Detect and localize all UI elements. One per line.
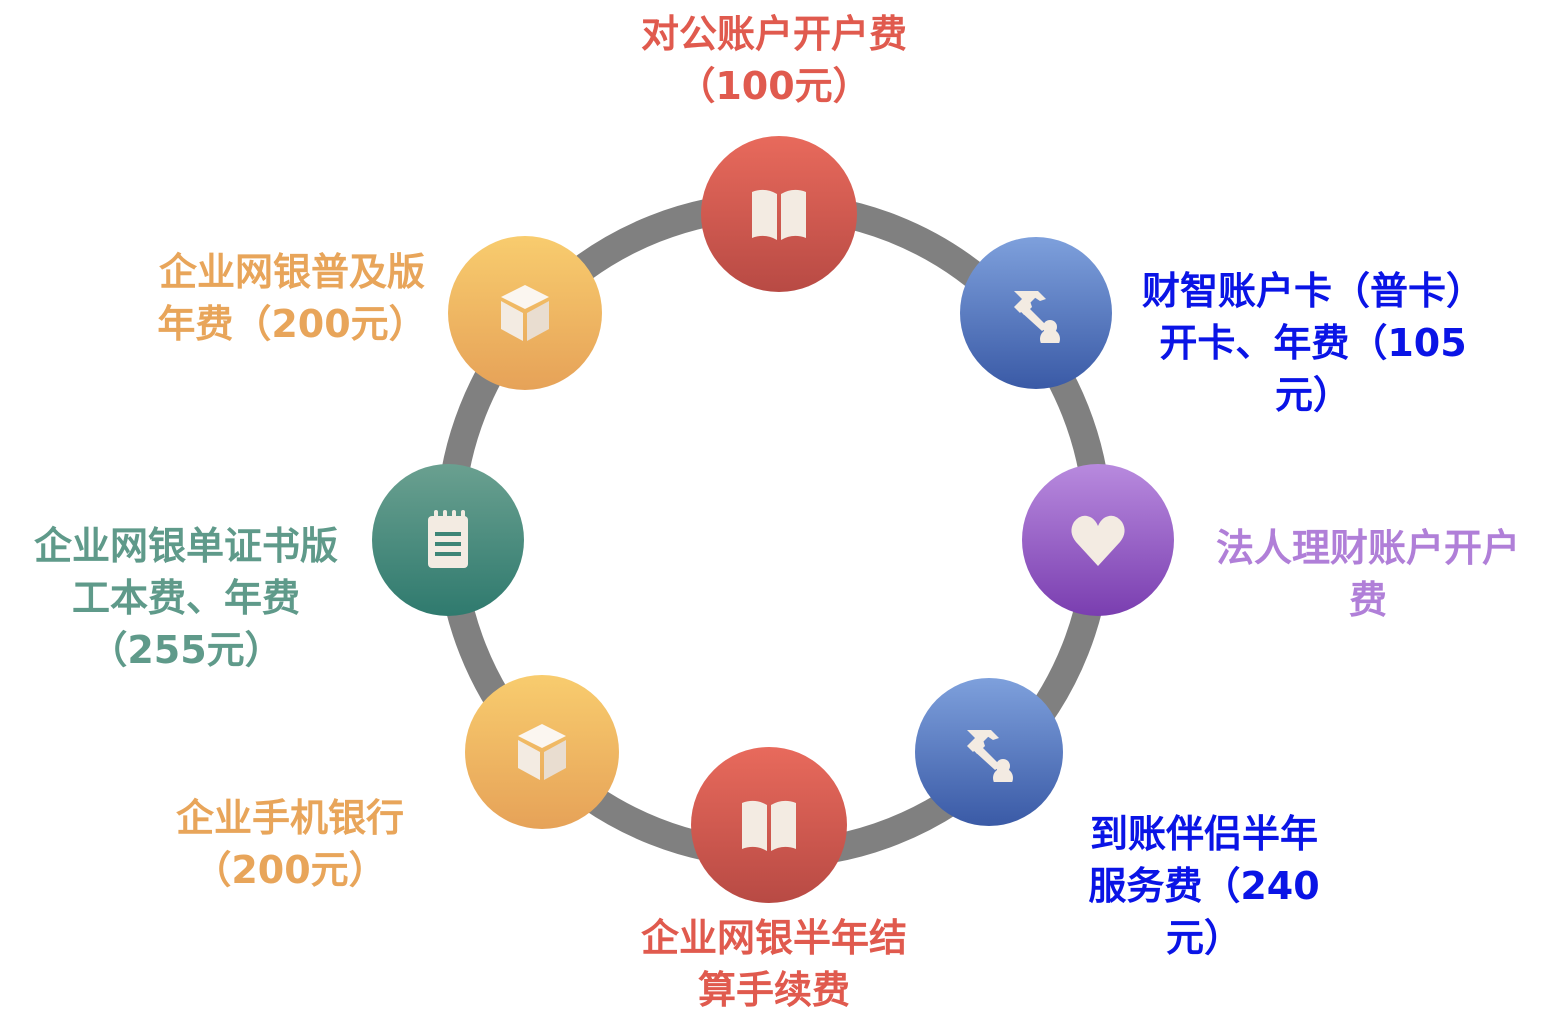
label-corporate-mobile-banking: 企业手机银行 （200元） [140,792,440,896]
notepad-icon [428,510,468,568]
label-arrival-companion: 到账伴侣半年 服务费（240 元） [1054,808,1354,964]
label-line: 工本费、年费 [71,576,300,620]
node-corporate-account-opening [701,136,857,292]
label-line: 到账伴侣半年 [1089,812,1318,856]
label-line: 企业手机银行 [175,796,404,840]
label-line: 开卡、年费（105 [1159,321,1467,365]
label-legal-person-wealth-account: 法人理财账户开户 费 [1192,522,1544,626]
label-ebank-popular-edition: 企业网银普及版 年费（200元） [132,246,452,350]
node-ebank-half-year-settlement [691,747,847,903]
label-line: （255元） [89,628,283,672]
label-line: 算手续费 [697,968,850,1012]
label-line: 对公账户开户费 [640,12,907,56]
label-line: 法人理财账户开户 [1215,526,1520,570]
node-ebank-popular-edition [448,236,602,390]
label-line: （100元） [677,64,871,108]
node-caizhi-account-card [960,237,1112,389]
node-ebank-single-certificate [372,464,524,616]
label-ebank-single-certificate: 企业网银单证书版 工本费、年费 （255元） [6,520,366,676]
label-corporate-account-opening: 对公账户开户费 （100元） [574,8,974,112]
label-line: 元） [1165,916,1242,960]
label-line: 服务费（240 [1088,864,1320,908]
label-ebank-half-year-settlement: 企业网银半年结 算手续费 [594,912,954,1016]
label-line: 企业网银半年结 [640,916,907,960]
node-legal-person-wealth-account [1022,464,1174,616]
label-line: 元） [1274,373,1351,417]
label-line: 企业网银单证书版 [33,524,338,568]
label-line: 年费（200元） [157,302,427,346]
node-arrival-companion [915,678,1063,826]
label-line: 费 [1348,578,1387,622]
label-caizhi-account-card: 财智账户卡（普卡） 开卡、年费（105 元） [1118,265,1508,421]
node-corporate-mobile-banking [465,675,619,829]
label-line: 企业网银普及版 [158,250,425,294]
label-line: 财智账户卡（普卡） [1141,269,1484,313]
label-line: （200元） [193,848,387,892]
